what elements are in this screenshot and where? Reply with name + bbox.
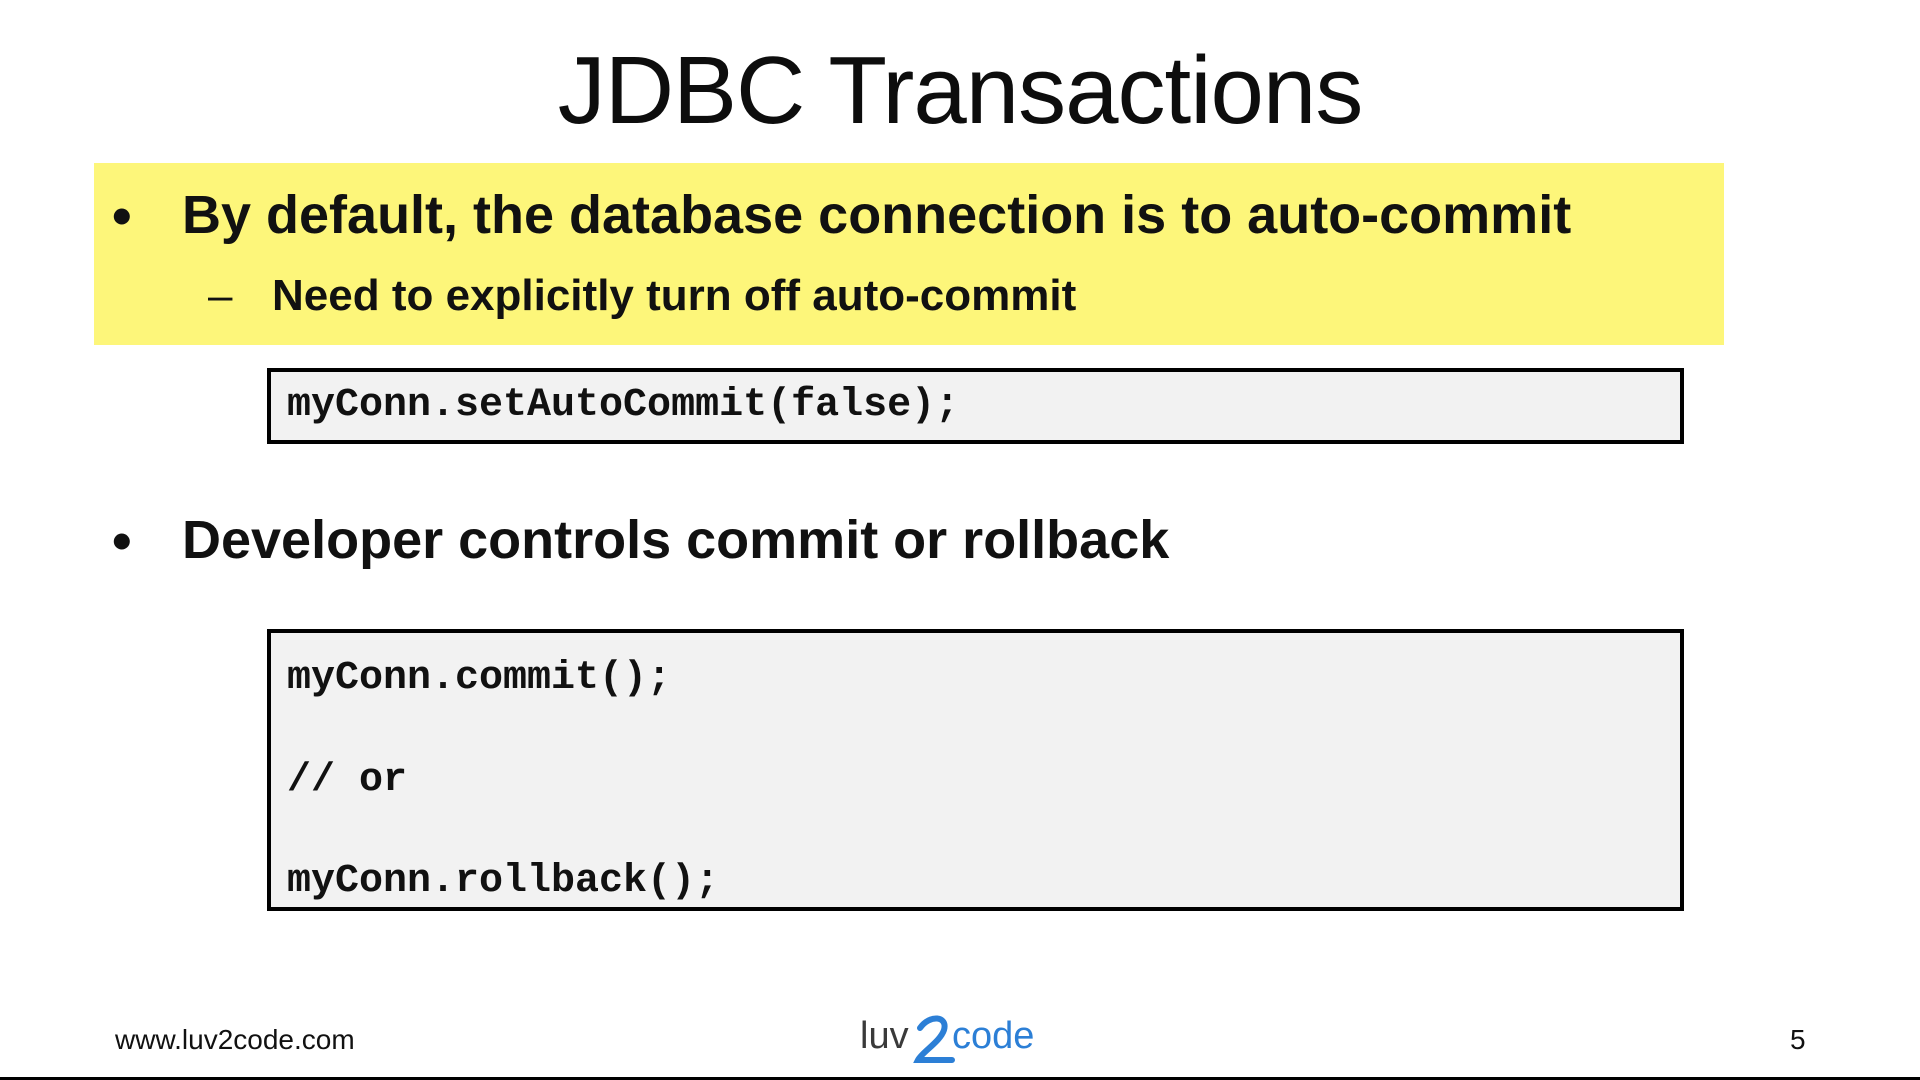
slide-title: JDBC Transactions — [557, 37, 1364, 144]
svg-text:code: code — [952, 1015, 1034, 1057]
sub-bullet-item: – Need to explicitly turn off auto-commi… — [208, 268, 1076, 324]
code-block-commit-rollback: myConn.commit(); // or myConn.rollback()… — [267, 629, 1684, 911]
code-line: myConn.rollback(); — [287, 859, 720, 904]
page-number: 5 — [1790, 1024, 1806, 1055]
code-block-autocommit: myConn.setAutoCommit(false); — [267, 368, 1684, 444]
bullet-icon: • — [112, 183, 132, 247]
footer-url: www.luv2code.com — [115, 1024, 355, 1055]
bullet-text: Developer controls commit or rollback — [182, 510, 1170, 570]
bullet-item-commit-rollback: • Developer controls commit or rollback — [112, 505, 1169, 575]
code-comment-line: // or — [287, 758, 408, 803]
bullet-item-auto-commit: • By default, the database connection is… — [112, 180, 1571, 250]
bottom-divider — [0, 1077, 1920, 1080]
sub-bullet-text: Need to explicitly turn off auto-commit — [272, 271, 1077, 320]
code-line: myConn.commit(); — [287, 656, 672, 701]
code-line: myConn.setAutoCommit(false); — [287, 383, 960, 428]
bullet-text: By default, the database connection is t… — [182, 185, 1572, 245]
bullet-icon: • — [112, 508, 132, 572]
svg-text:luv: luv — [860, 1015, 909, 1057]
dash-icon: – — [208, 271, 233, 320]
highlight-box — [94, 163, 1724, 345]
luv2code-logo: luv code — [860, 1015, 1034, 1063]
